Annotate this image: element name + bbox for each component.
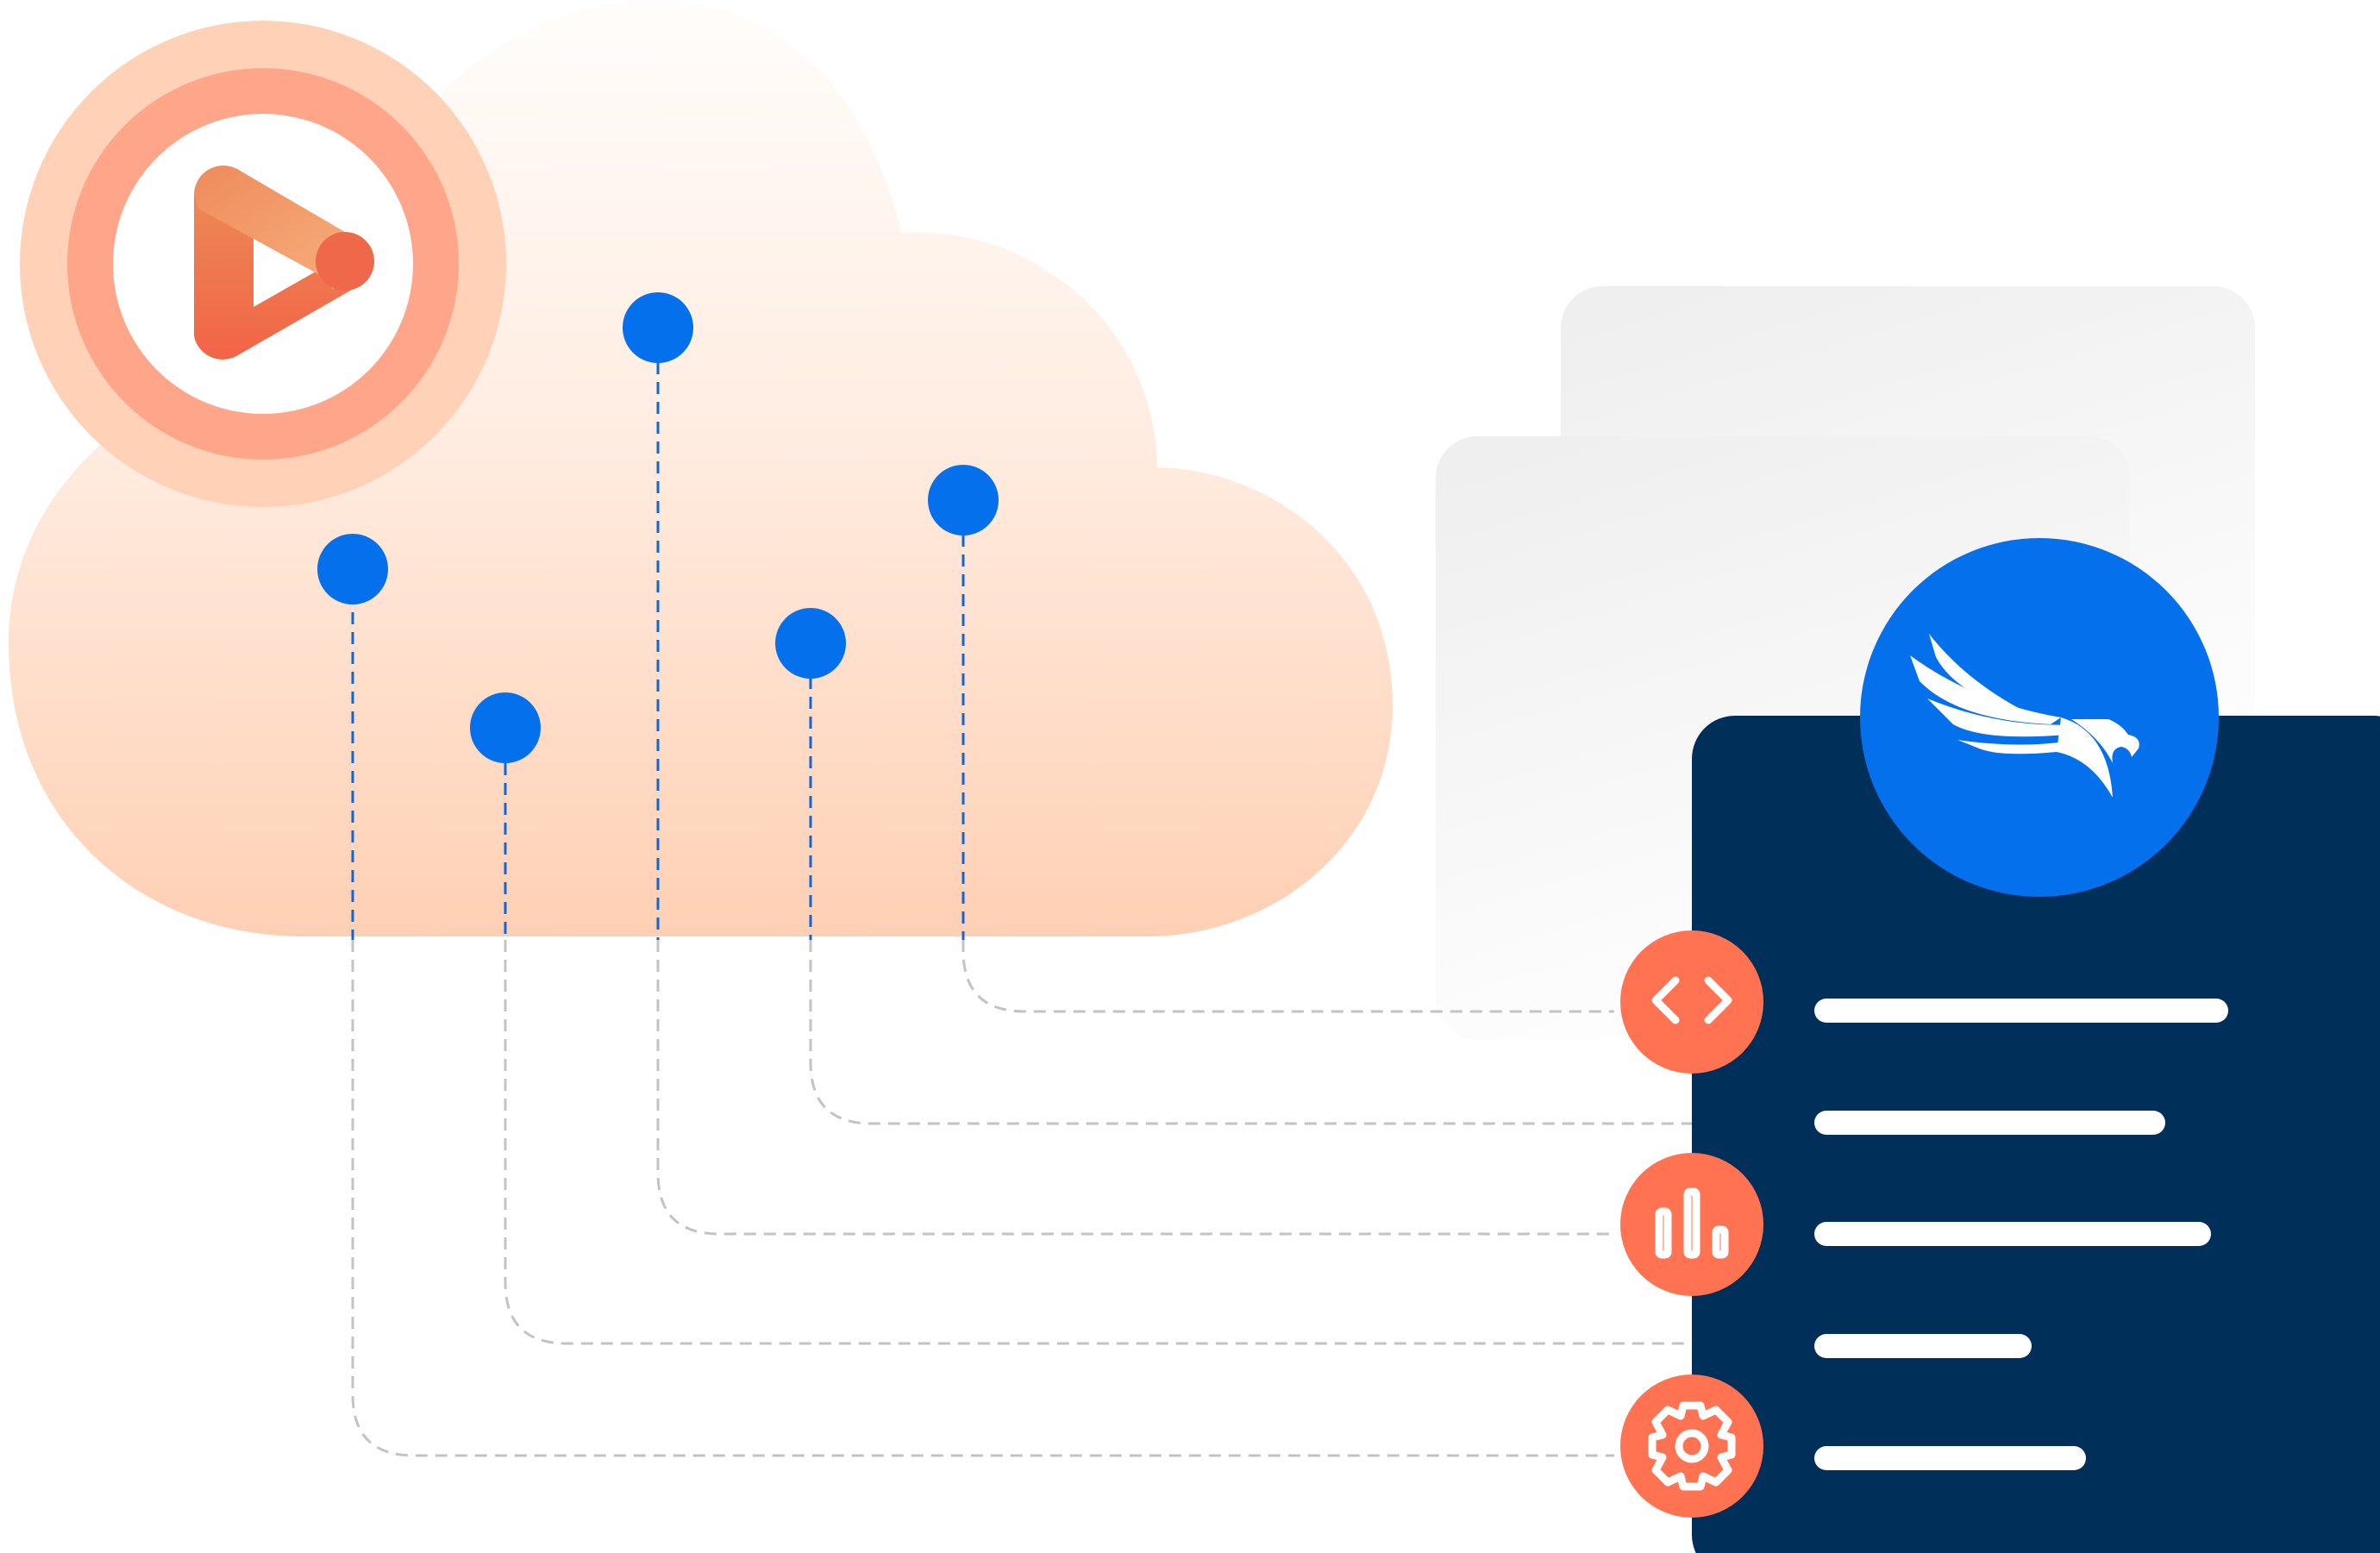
source-node-2 xyxy=(928,465,999,535)
gear-icon xyxy=(1648,1401,1736,1491)
destination-rows xyxy=(1814,999,2228,1470)
source-node-4 xyxy=(317,534,388,604)
source-node-1 xyxy=(623,292,693,363)
bar-chart-icon xyxy=(1655,1187,1729,1259)
connector-lines-blue xyxy=(351,362,965,940)
destination-logo xyxy=(1860,538,2219,897)
code-brackets-icon xyxy=(1651,976,1732,1024)
eagle-logo xyxy=(1910,634,2139,798)
connector-badge-analytics xyxy=(1620,1153,1763,1296)
source-nodes xyxy=(317,292,999,763)
source-logo xyxy=(20,21,506,507)
connector-lines-gray xyxy=(351,940,1692,1457)
play-triangle-logo xyxy=(194,165,374,360)
source-node-3 xyxy=(775,608,846,679)
connector-badge-code xyxy=(1620,930,1763,1074)
source-node-5 xyxy=(470,692,541,763)
connector-badge-settings xyxy=(1620,1375,1763,1518)
